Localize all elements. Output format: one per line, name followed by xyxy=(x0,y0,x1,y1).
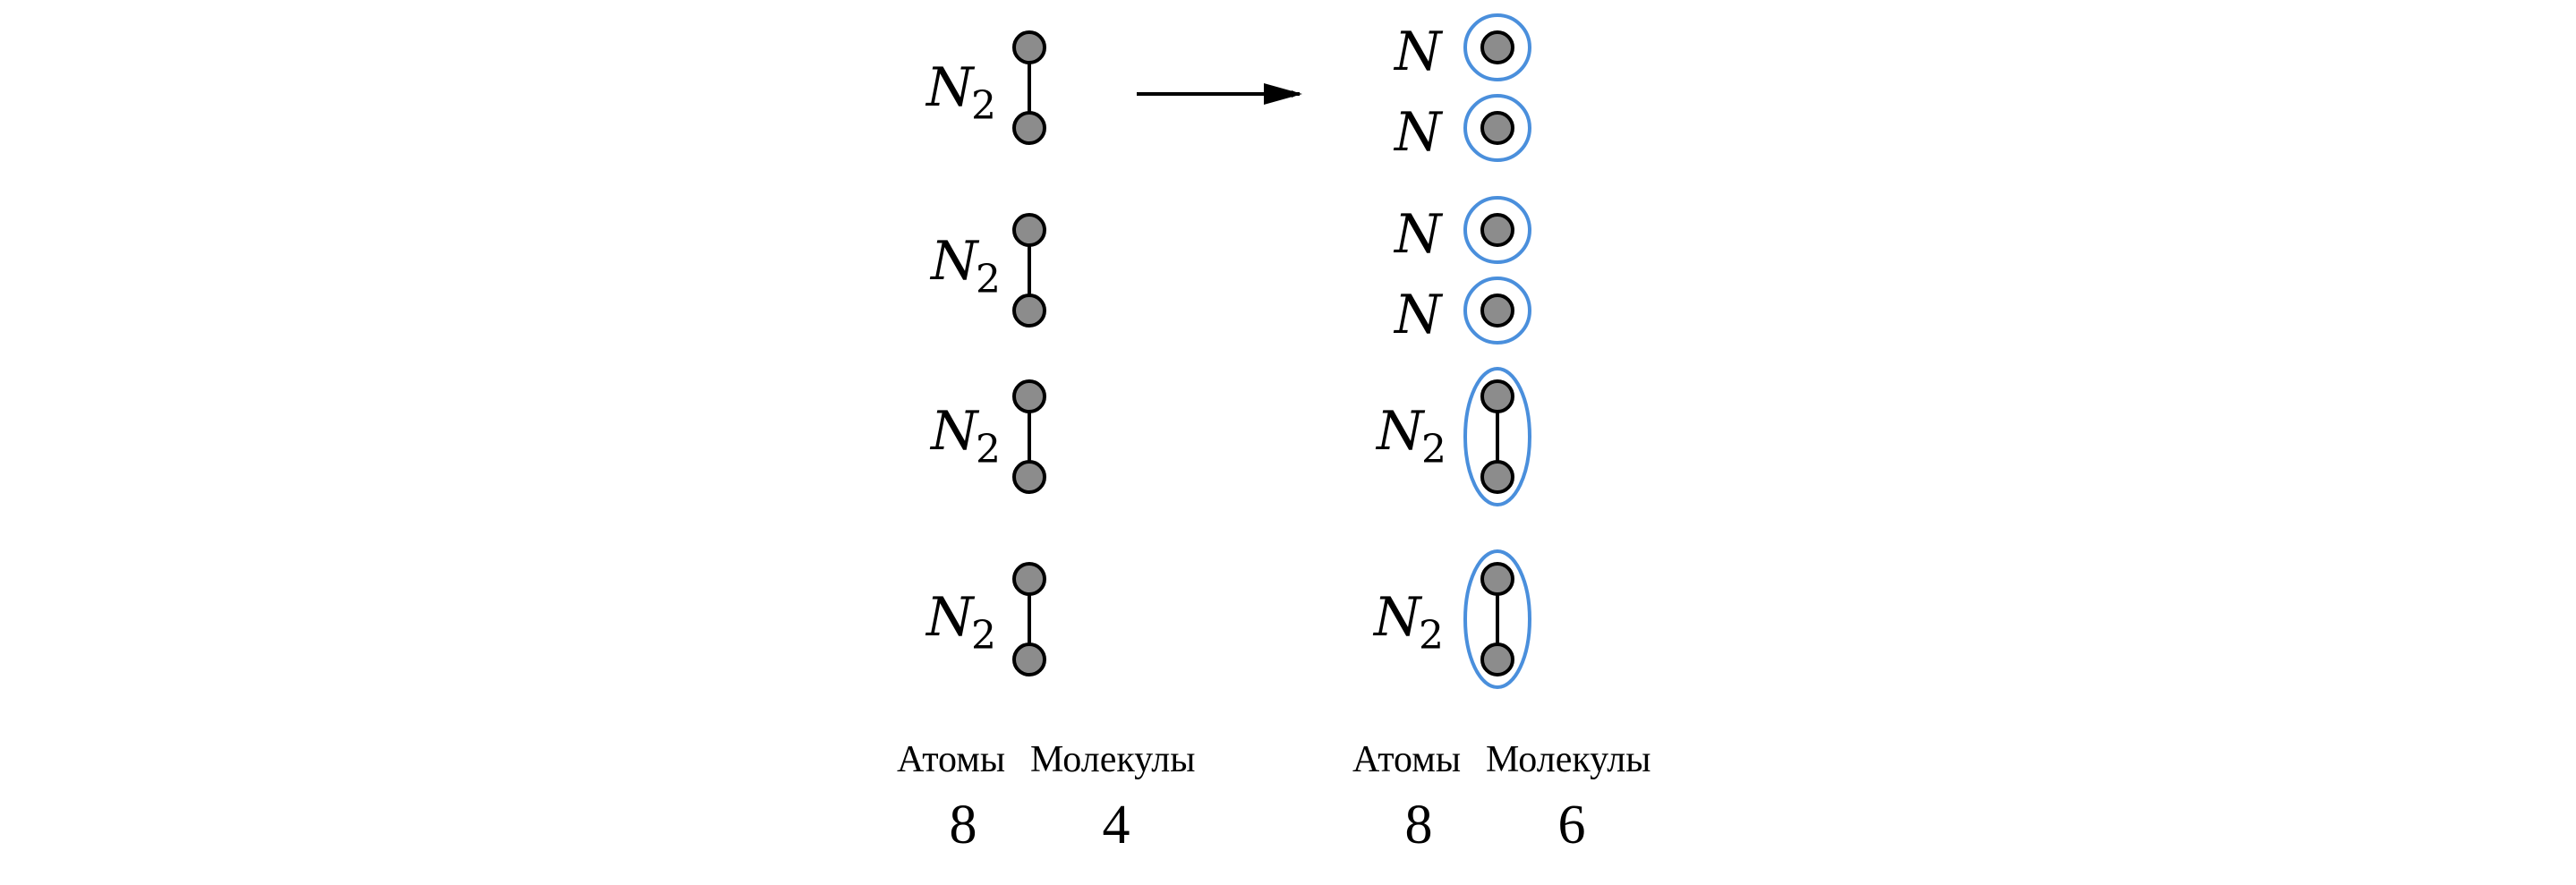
right-atoms-label: Атомы xyxy=(1352,739,1461,780)
atom xyxy=(1480,30,1514,64)
atom-symbol: N xyxy=(1393,21,1444,83)
left-atoms-count: 8 xyxy=(950,795,977,855)
atom xyxy=(1480,294,1514,328)
atom xyxy=(1480,460,1514,494)
arrowhead-icon xyxy=(1264,83,1302,105)
right-molecules-label: Молекулы xyxy=(1486,739,1651,780)
molecule-subscript: 2 xyxy=(976,427,1001,472)
molecule-subscript: 2 xyxy=(971,83,996,129)
atom xyxy=(1012,111,1046,145)
atom xyxy=(1012,460,1046,494)
right-atom-1: N xyxy=(1393,13,1531,83)
atom xyxy=(1012,642,1046,677)
highlight-circle xyxy=(1463,277,1531,345)
molecule-symbol: N xyxy=(1375,400,1426,463)
atom xyxy=(1012,379,1046,413)
atom xyxy=(1480,213,1514,247)
atom xyxy=(1012,213,1046,247)
left-molecules-count: 4 xyxy=(1103,795,1130,855)
molecule-symbol: N xyxy=(925,56,976,119)
atom-symbol: N xyxy=(1393,101,1444,164)
right-molecules-count: 6 xyxy=(1558,795,1586,855)
highlight-circle xyxy=(1463,94,1531,162)
left-molecule-1: N 2 xyxy=(925,30,1046,145)
atom-symbol: N xyxy=(1393,284,1444,346)
molecule-subscript: 2 xyxy=(1419,613,1444,659)
atom xyxy=(1012,294,1046,328)
molecule-subscript: 2 xyxy=(976,257,1001,302)
molecule-subscript: 2 xyxy=(971,613,996,659)
molecule-symbol: N xyxy=(929,230,980,293)
right-atom-3: N xyxy=(1393,196,1531,266)
atom xyxy=(1012,30,1046,64)
highlight-ellipse xyxy=(1463,549,1531,689)
left-molecules-label: Молекулы xyxy=(1030,739,1196,780)
right-atoms-count: 8 xyxy=(1405,795,1433,855)
left-molecule-2: N 2 xyxy=(929,213,1046,328)
highlight-ellipse xyxy=(1463,367,1531,506)
molecule-symbol: N xyxy=(925,586,976,649)
left-molecule-3: N 2 xyxy=(929,379,1046,494)
right-atom-2: N xyxy=(1393,94,1531,164)
molecule-symbol: N xyxy=(929,400,980,463)
left-atoms-label: Атомы xyxy=(897,739,1005,780)
highlight-circle xyxy=(1463,196,1531,264)
right-molecule-1: N 2 xyxy=(1375,367,1531,506)
right-molecule-2: N 2 xyxy=(1372,549,1531,689)
molecule-subscript: 2 xyxy=(1421,427,1446,472)
atom xyxy=(1480,642,1514,677)
left-molecule-4: N 2 xyxy=(925,562,1046,677)
atom-symbol: N xyxy=(1393,203,1444,266)
atom xyxy=(1480,379,1514,413)
highlight-circle xyxy=(1463,13,1531,81)
atom xyxy=(1480,111,1514,145)
right-atom-4: N xyxy=(1393,277,1531,346)
molecule-symbol: N xyxy=(1372,586,1423,649)
atom xyxy=(1480,562,1514,596)
atom xyxy=(1012,562,1046,596)
